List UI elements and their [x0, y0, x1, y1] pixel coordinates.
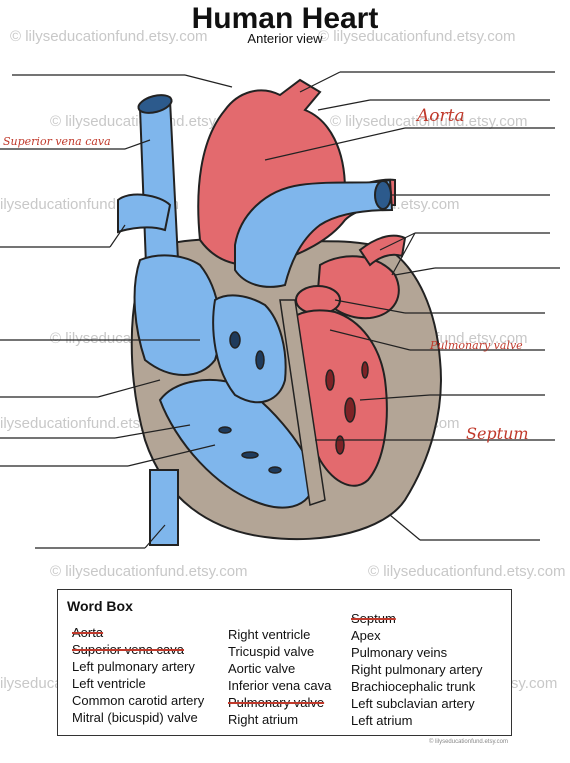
word-box-title: Word Box — [67, 598, 133, 614]
word-box-item: Apex — [351, 628, 381, 643]
word-box-item: Right pulmonary artery — [351, 662, 483, 677]
word-box-item: Left subclavian artery — [351, 696, 475, 711]
word-box: Word Box Aorta Superior vena cava Left p… — [57, 589, 512, 736]
watermark: © lilyseducationfund.etsy.com — [368, 563, 566, 580]
word-box-item: Aortic valve — [228, 661, 296, 676]
heart-diagram — [0, 71, 560, 549]
word-box-item: Septum — [351, 611, 396, 626]
watermark: © lilyseducationfund.etsy.com — [50, 563, 248, 580]
word-box-column-2: Right ventricle Tricuspid valve Aortic v… — [228, 626, 331, 728]
page-subtitle: Anterior view — [247, 31, 323, 46]
label-septum: Septum — [466, 424, 529, 443]
superior-vena-cava-opening — [137, 94, 173, 114]
word-box-item: Right ventricle — [228, 627, 311, 642]
word-box-item: Common carotid artery — [72, 693, 205, 708]
pulmonary-artery-opening — [374, 180, 392, 210]
watermark: © lilyseducationfund.etsy.com — [10, 28, 208, 45]
word-box-column-1: Aorta Superior vena cava Left pulmonary … — [72, 624, 204, 726]
page-title: Human Heart — [191, 2, 379, 35]
word-box-column-3: Septum Apex Pulmonary veins Right pulmon… — [351, 610, 483, 729]
watermark: © lilyseducationfund.etsy.com — [330, 113, 528, 130]
word-box-item: Left ventricle — [72, 676, 146, 691]
inferior-vena-cava — [149, 469, 179, 546]
septum — [279, 299, 326, 506]
label-superior-vena-cava: Superior vena cava — [3, 135, 111, 148]
pulmonary-trunk — [234, 178, 394, 288]
word-box-item: Pulmonary valve — [228, 695, 325, 710]
word-box-item: Left atrium — [351, 713, 413, 728]
copyright-note: © lilyseducationfund.etsy.com — [428, 739, 508, 745]
right-ventricle-upper — [212, 294, 287, 404]
superior-vena-cava — [138, 98, 180, 267]
watermark: ilyseducationfund.etsy.com — [0, 415, 179, 432]
word-box-item: Inferior vena cava — [228, 678, 332, 693]
word-box-item: Superior vena cava — [72, 642, 185, 657]
right-atrium — [133, 254, 221, 376]
word-box-item: Mitral (bicuspid) valve — [72, 710, 198, 725]
word-box-item: Pulmonary veins — [351, 645, 448, 660]
watermark: © lilyseducationfund.etsy.com — [318, 28, 516, 45]
label-lines-right — [264, 71, 560, 541]
word-box-item: Tricuspid valve — [228, 644, 315, 659]
right-pulmonary-artery — [117, 193, 172, 234]
ventricle-texture — [218, 331, 282, 474]
label-aorta: Aorta — [417, 106, 465, 126]
label-pulmonary-valve: Pulmonary valve — [430, 339, 523, 352]
left-ventricle-texture — [325, 361, 369, 455]
word-box-item: Right atrium — [228, 712, 299, 727]
label-lines-left — [0, 74, 233, 549]
word-box-item: Aorta — [72, 625, 104, 640]
word-box-item: Left pulmonary artery — [72, 659, 195, 674]
word-box-item: Brachiocephalic trunk — [351, 679, 476, 694]
